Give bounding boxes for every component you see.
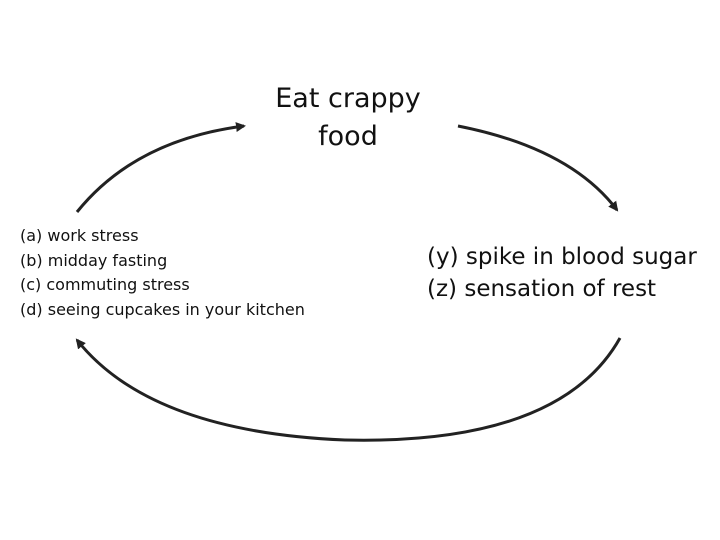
effects-list: (y) spike in blood sugar (z) sensation o… <box>427 241 697 305</box>
center-node-eat-crappy-food: Eat crappy food <box>248 80 448 156</box>
arrow-bottom <box>75 337 622 442</box>
arrow-top-right <box>457 124 619 212</box>
cause-item-a: (a) work stress <box>20 226 139 245</box>
cause-item-c: (c) commuting stress <box>20 275 190 294</box>
arrow-top-left <box>75 122 246 213</box>
effect-item-z: (z) sensation of rest <box>427 276 657 302</box>
effect-item-y: (y) spike in blood sugar <box>427 244 697 270</box>
center-node-line-2: food <box>318 121 378 152</box>
center-node-line-1: Eat crappy <box>275 83 421 114</box>
cause-item-d: (d) seeing cupcakes in your kitchen <box>20 299 305 319</box>
causes-list: (a) work stress (b) midday fasting (c) c… <box>20 224 305 322</box>
cause-item-b: (b) midday fasting <box>20 250 168 270</box>
